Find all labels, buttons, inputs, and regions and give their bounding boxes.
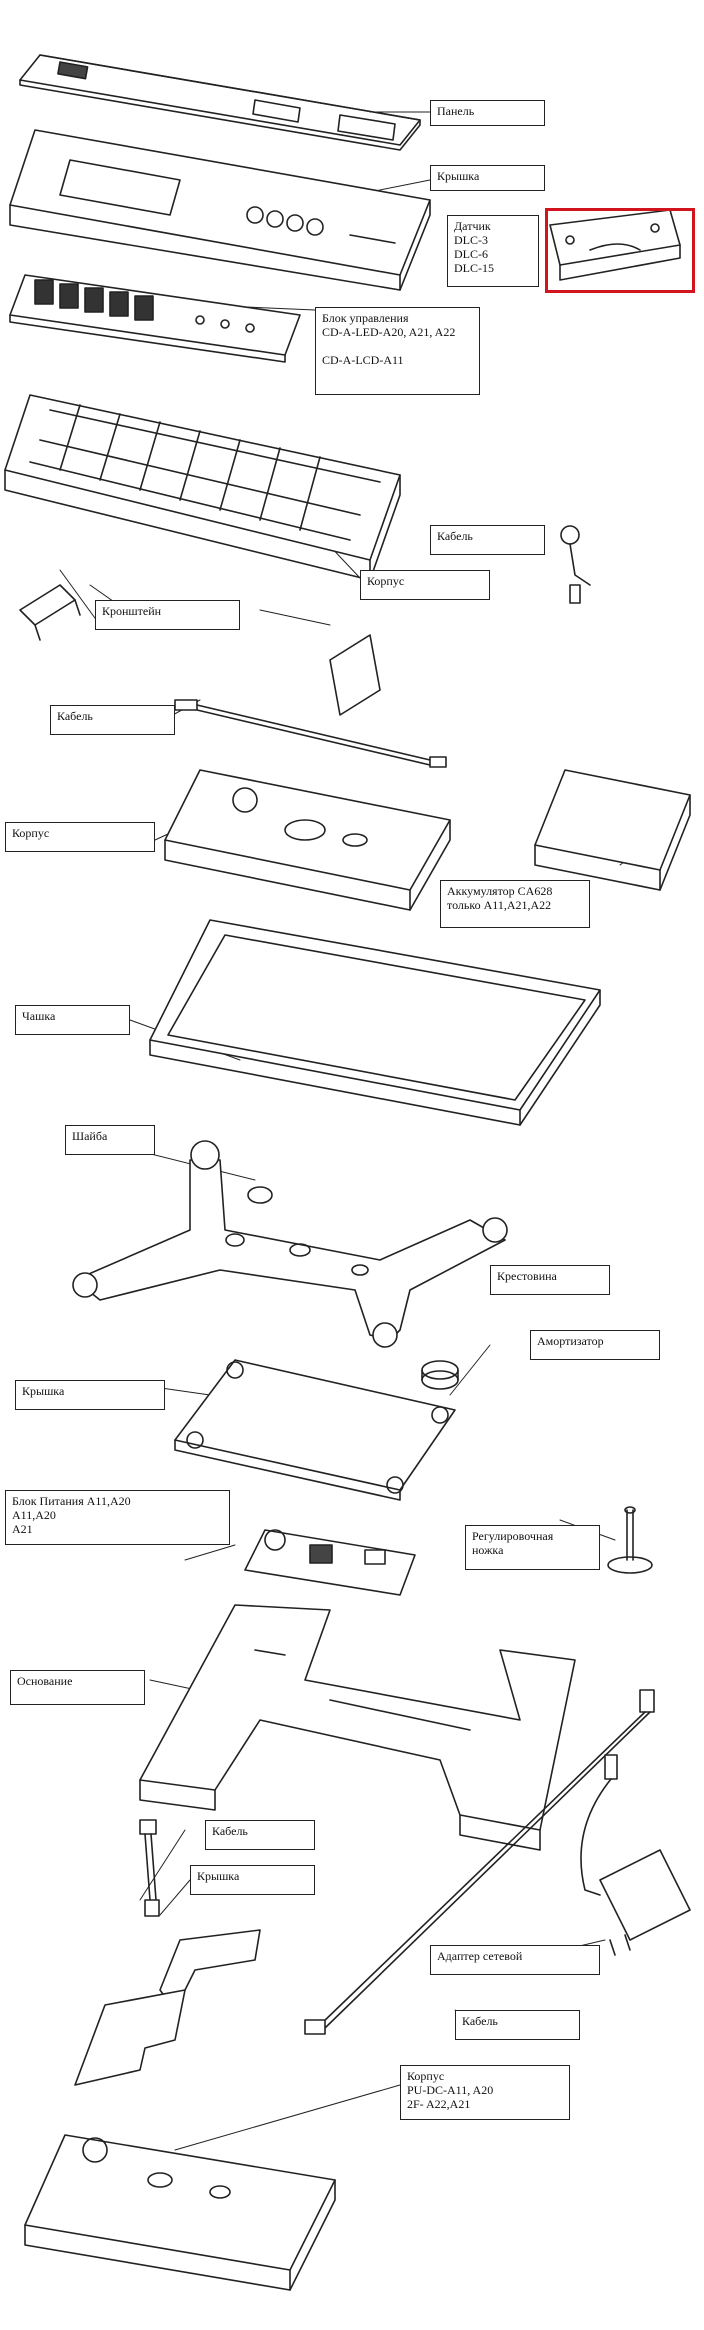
long-cable-part (304, 1689, 655, 2035)
cover-mid-part (174, 1359, 456, 1501)
label-cover-low: Крышка (190, 1865, 315, 1895)
power-board-part (244, 1529, 416, 1596)
label-cable-2: Кабель (50, 705, 175, 735)
cover-top-part (9, 129, 431, 291)
label-housing-1: Корпус (360, 570, 490, 600)
label-adapter: Адаптер сетевой (430, 1945, 600, 1975)
label-housing-3: Корпус PU-DC-A11, A20 2F- A22,A21 (400, 2065, 570, 2120)
sensor-highlight-frame (545, 208, 695, 293)
adapter-part (580, 1754, 691, 1956)
label-cover-mid: Крышка (15, 1380, 165, 1410)
cup-part (149, 919, 601, 1126)
cable-2-part (174, 699, 447, 768)
label-base: Основание (10, 1670, 145, 1705)
label-bracket: Кронштейн (95, 600, 240, 630)
label-power-unit: Блок Питания A11,A20 A11,A20 A21 (5, 1490, 230, 1545)
upper-housing-part (4, 394, 401, 581)
crosspiece-part (72, 1140, 508, 1348)
cable-3-part (139, 1819, 160, 1917)
adjust-foot-part (607, 1506, 653, 1574)
bracket-part (19, 584, 381, 716)
label-sensor: Датчик DLC-3 DLC-6 DLC-15 (447, 215, 539, 287)
base-part (139, 1604, 576, 1851)
label-crosspiece: Крестовина (490, 1265, 610, 1295)
housing-3-part (24, 2134, 336, 2291)
label-cup: Чашка (15, 1005, 130, 1035)
label-battery: Аккумулятор CA628 только A11,A21,A22 (440, 880, 590, 928)
control-board-part (9, 274, 301, 363)
battery-part (534, 769, 691, 891)
label-washer: Шайба (65, 1125, 155, 1155)
label-cable-3: Кабель (205, 1820, 315, 1850)
damper-part (421, 1360, 459, 1390)
panel-part (19, 54, 421, 151)
cable-1-part (560, 525, 591, 604)
label-damper: Амортизатор (530, 1330, 660, 1360)
cover-low-part (74, 1929, 261, 2086)
sensor-part (549, 209, 681, 281)
label-cover-top: Крышка (430, 165, 545, 191)
label-housing-2: Корпус (5, 822, 155, 852)
housing-2-part (164, 769, 451, 911)
label-control-unit: Блок управления CD-A-LED-A20, A21, A22 C… (315, 307, 480, 395)
label-cable-1: Кабель (430, 525, 545, 555)
label-panel: Панель (430, 100, 545, 126)
label-cable-4: Кабель (455, 2010, 580, 2040)
label-adjust-foot: Регулировочная ножка (465, 1525, 600, 1570)
